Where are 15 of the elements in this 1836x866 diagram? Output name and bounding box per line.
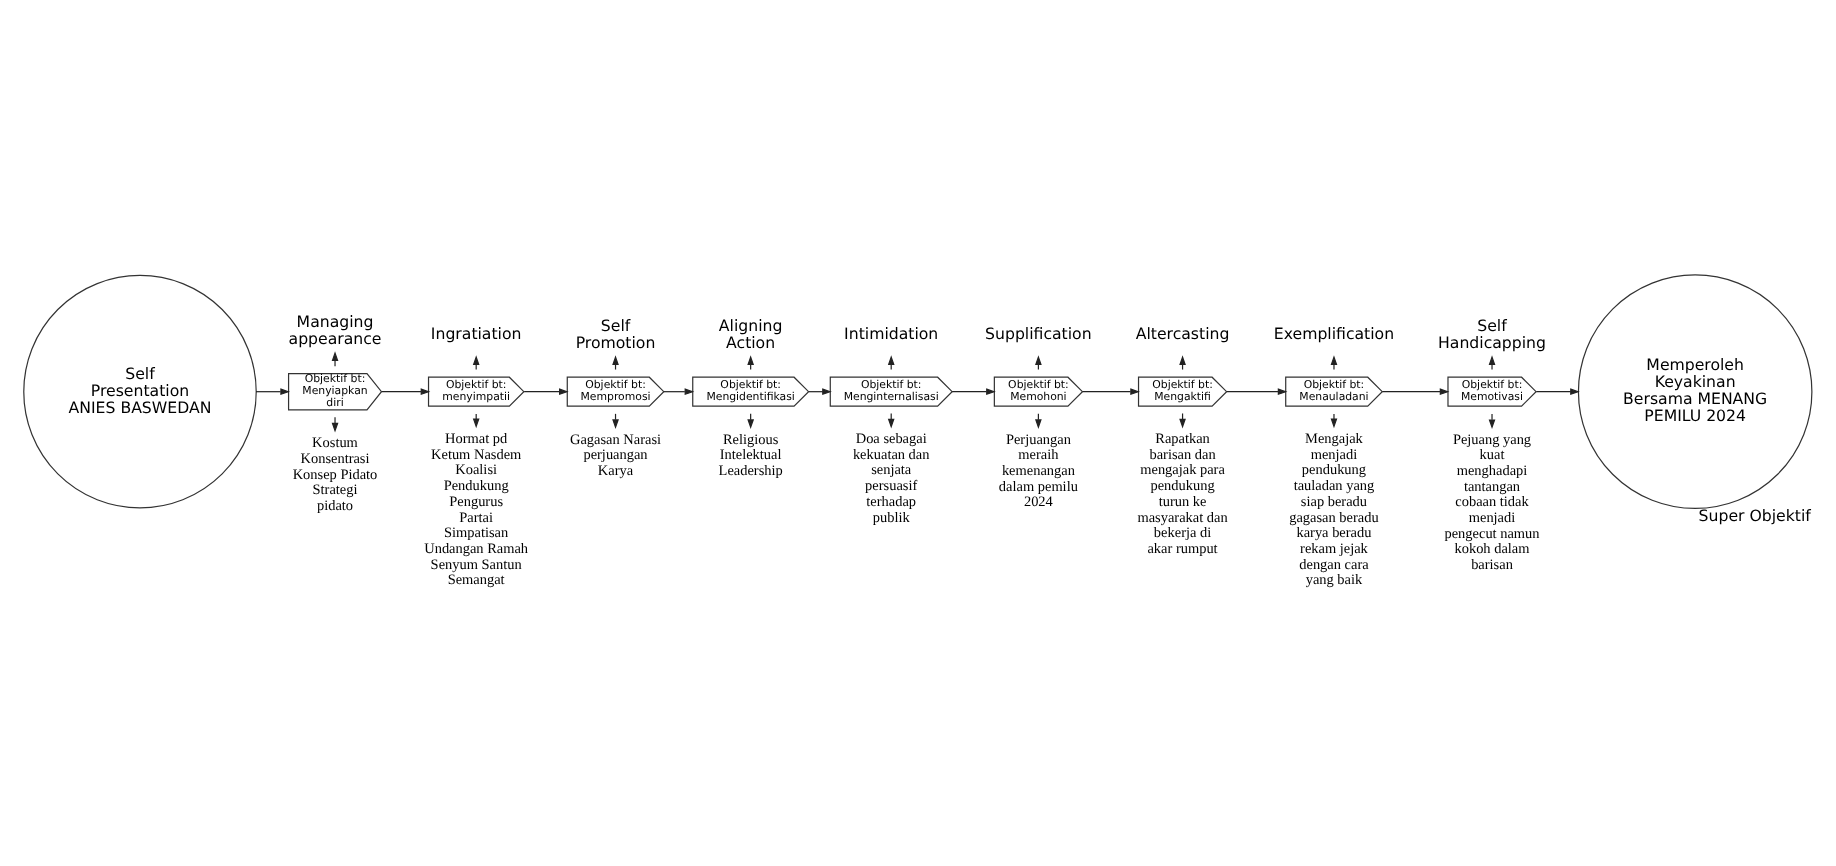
arrow [1226, 387, 1288, 395]
arrow [1381, 387, 1450, 395]
arrow [1330, 412, 1338, 428]
arrow [663, 387, 695, 395]
arrow [951, 387, 996, 395]
arrow [255, 387, 290, 395]
arrow [1488, 354, 1496, 370]
arrow [331, 415, 339, 432]
arrow [523, 387, 569, 395]
arrow [1488, 412, 1496, 429]
arrow [331, 350, 339, 366]
arrow [1535, 387, 1580, 395]
arrow [381, 387, 431, 395]
arrow [1330, 354, 1338, 370]
arrow [1081, 387, 1140, 395]
